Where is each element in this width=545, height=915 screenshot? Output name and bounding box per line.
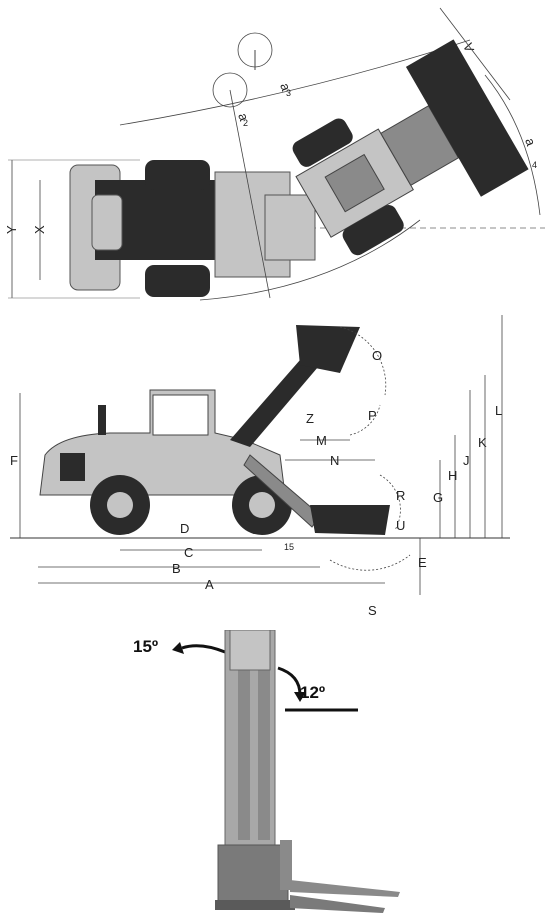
mast-rail-left	[238, 640, 250, 840]
fork-upper	[290, 880, 400, 897]
label-o: O	[372, 348, 382, 363]
rear-grille	[91, 194, 123, 251]
fork-backrest	[280, 840, 292, 890]
label-b: B	[172, 561, 181, 576]
arc-p	[349, 404, 381, 436]
mast-head	[229, 630, 271, 671]
label-a4-sub: 4	[532, 160, 537, 170]
stacker-svg: 15º 12º	[133, 630, 400, 913]
label-a3-sub: 3	[286, 88, 291, 98]
marker-circle-a2	[212, 72, 248, 108]
label-m: M	[316, 433, 327, 448]
boom-raised	[230, 360, 318, 447]
front-wheel-right	[342, 205, 404, 256]
label-e: E	[418, 555, 427, 570]
label-a: A	[205, 577, 214, 592]
cab-window	[152, 394, 209, 436]
bucket-raised	[296, 325, 360, 373]
label-g: G	[433, 490, 443, 505]
bucket-lowered	[310, 505, 390, 535]
arc-o	[339, 326, 387, 396]
label-d: D	[180, 521, 189, 536]
top-view-turning-diagram: X Y a 3 a 2 a 4 V	[0, 0, 545, 305]
label-p: P	[368, 408, 377, 423]
tilt-back-arrow	[181, 644, 226, 654]
stacker-mast-tilt: 15º 12º	[0, 630, 545, 915]
base-foot	[215, 900, 295, 910]
top-view-svg: X Y a 3 a 2 a 4 V	[4, 7, 545, 301]
fork-lower	[290, 895, 385, 913]
front-wheel-left	[292, 118, 353, 167]
label-f: F	[10, 453, 18, 468]
label-c: C	[184, 545, 193, 560]
bucket	[405, 39, 529, 197]
label-y: Y	[4, 225, 19, 234]
label-s: S	[368, 603, 377, 618]
label-tilt-back: 15º	[133, 637, 158, 656]
arc-r	[379, 474, 401, 531]
marker-a2-line	[229, 89, 271, 299]
tilt-forward-arrowhead	[294, 692, 306, 702]
dim-a4-arc	[484, 74, 541, 216]
label-h: H	[448, 468, 457, 483]
lift-arm-frame	[324, 153, 385, 213]
label-x: X	[32, 225, 47, 234]
label-l: L	[495, 403, 502, 418]
boom-lowered	[243, 454, 321, 528]
rear-hub	[107, 492, 133, 518]
label-z: Z	[306, 411, 314, 426]
tilt-back-arrowhead	[172, 642, 184, 654]
articulation-joint	[264, 194, 316, 261]
exhaust-stack	[98, 405, 106, 435]
inner-turn-arc	[199, 219, 421, 301]
label-j: J	[463, 453, 470, 468]
side-view-dimension-diagram: O Z P M N R U D C B A E S F G H J K L 15	[0, 305, 545, 630]
outer-turn-arc	[119, 39, 471, 126]
label-v: V	[460, 41, 477, 55]
front-frame	[292, 39, 529, 256]
side-view-svg: O Z P M N R U D C B A E S F G H J K L 15	[10, 315, 510, 618]
tilt-forward-arrow	[277, 666, 302, 696]
rear-grille-side	[60, 453, 85, 481]
label-r: R	[396, 488, 405, 503]
label-k: K	[478, 435, 487, 450]
label-u: U	[396, 518, 405, 533]
label-n: N	[330, 453, 339, 468]
label-fifteen: 15	[284, 542, 294, 552]
rear-wheel-right	[145, 265, 210, 297]
mast-rail-right	[258, 640, 270, 840]
label-a2-sub: 2	[243, 118, 248, 128]
dim-v-line	[439, 7, 511, 101]
label-tilt-forward: 12º	[300, 683, 325, 702]
arc-s	[329, 554, 411, 571]
stacker-base	[217, 844, 289, 906]
rear-wheel-left	[145, 160, 210, 190]
front-hub	[249, 492, 275, 518]
